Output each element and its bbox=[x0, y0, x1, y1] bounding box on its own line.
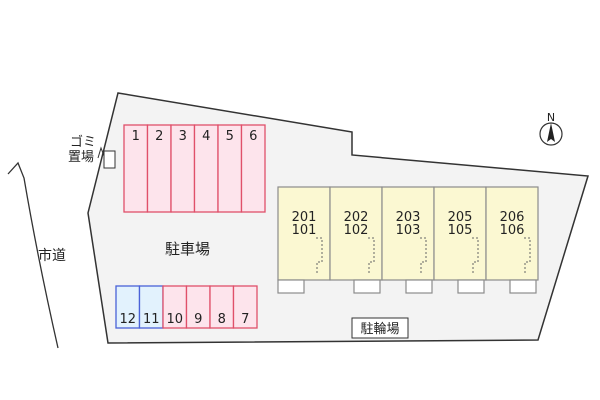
parking-space-number: 7 bbox=[241, 312, 249, 327]
parking-space-number: 10 bbox=[166, 312, 183, 327]
unit-101 bbox=[277, 186, 331, 281]
unit-upper-number: 202 bbox=[344, 210, 369, 225]
parking-space-number: 3 bbox=[179, 129, 187, 144]
north-label: N bbox=[547, 111, 555, 124]
unit-porch bbox=[457, 279, 485, 294]
garbage-area-label-line2: 置場 bbox=[68, 150, 94, 165]
parking-space-number: 6 bbox=[249, 129, 257, 144]
garbage-box bbox=[103, 150, 116, 169]
entrance-path bbox=[368, 237, 375, 274]
unit-lower-number: 105 bbox=[448, 223, 473, 238]
unit-upper-number: 203 bbox=[396, 210, 421, 225]
city-road-line bbox=[7, 161, 59, 349]
city-road-label: 市道 bbox=[38, 247, 66, 264]
unit-lower-number: 102 bbox=[344, 223, 369, 238]
entrance-path bbox=[420, 237, 427, 274]
unit-105 bbox=[433, 186, 487, 281]
parking-space-number: 9 bbox=[194, 312, 202, 327]
unit-103 bbox=[381, 186, 435, 281]
entrance-path bbox=[472, 237, 479, 274]
bicycle-parking-label: 駐輪場 bbox=[360, 321, 399, 337]
unit-lower-number: 103 bbox=[396, 223, 421, 238]
parking-lot-label: 駐車場 bbox=[165, 240, 210, 258]
parking-space-number: 2 bbox=[155, 129, 163, 144]
parking-space-number: 8 bbox=[218, 312, 226, 327]
unit-porch bbox=[277, 279, 305, 294]
parking-space-6 bbox=[240, 124, 266, 213]
parking-space-7 bbox=[232, 285, 258, 329]
entrance-path bbox=[316, 237, 323, 274]
unit-lower-number: 101 bbox=[292, 223, 317, 238]
unit-porch bbox=[405, 279, 433, 294]
parking-space-number: 1 bbox=[132, 129, 140, 144]
parking-space-number: 11 bbox=[143, 312, 160, 327]
north-compass-icon: N bbox=[539, 111, 563, 146]
unit-upper-number: 201 bbox=[292, 210, 317, 225]
entrance-path bbox=[524, 237, 531, 274]
unit-porch bbox=[509, 279, 537, 294]
unit-upper-number: 206 bbox=[500, 210, 525, 225]
parking-space-number: 5 bbox=[226, 129, 234, 144]
unit-106 bbox=[485, 186, 539, 281]
parking-space-number: 4 bbox=[202, 129, 210, 144]
parking-space-number: 12 bbox=[119, 312, 136, 327]
garbage-area-label-line1: ゴミ bbox=[70, 134, 96, 150]
garbage-area-pointer bbox=[97, 146, 105, 159]
bicycle-parking-box bbox=[351, 317, 409, 339]
unit-porch bbox=[353, 279, 381, 294]
unit-upper-number: 205 bbox=[448, 210, 473, 225]
unit-lower-number: 106 bbox=[500, 223, 525, 238]
